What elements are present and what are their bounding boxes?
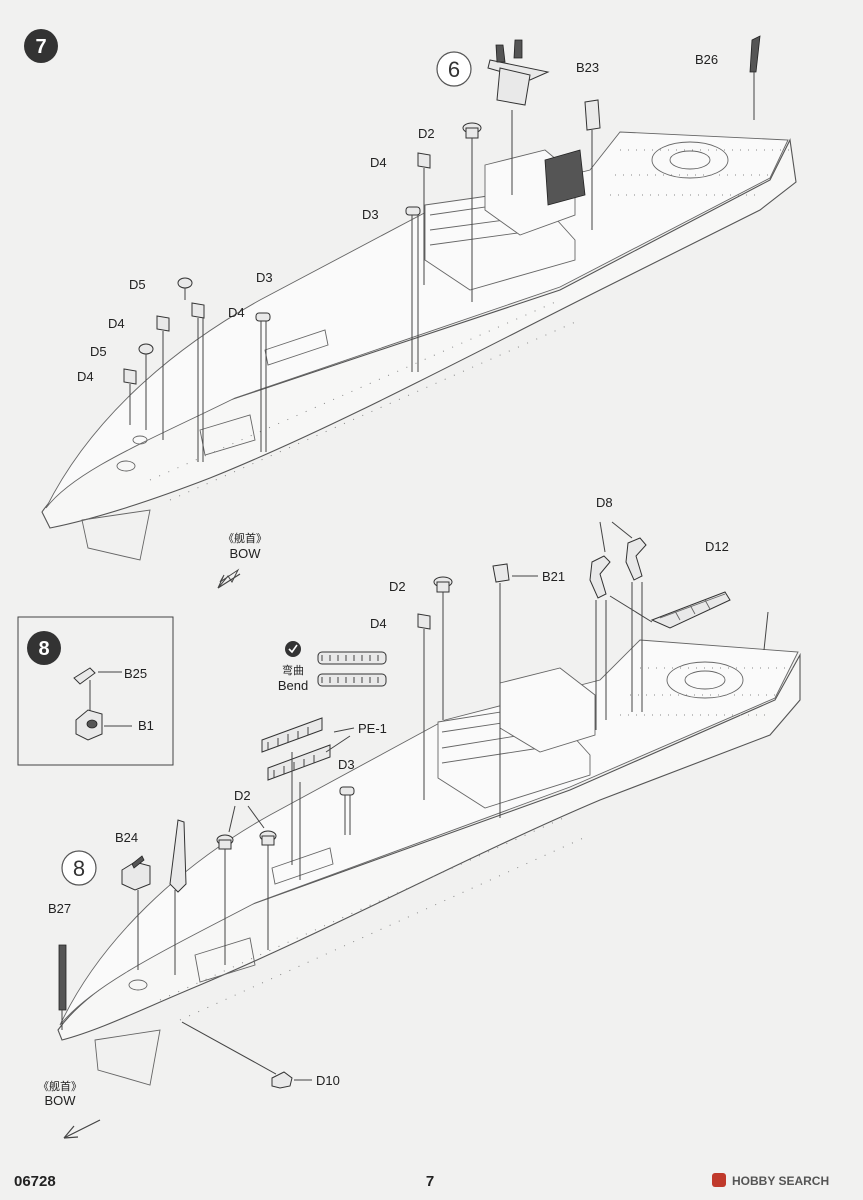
svg-text:Bend: Bend (278, 678, 308, 693)
ship-hull-top (41, 131, 797, 561)
svg-text:B21: B21 (542, 569, 565, 584)
svg-text:D3: D3 (256, 270, 273, 285)
part-D3-c: D3 (338, 757, 355, 835)
svg-text:B26: B26 (695, 52, 718, 67)
kit-number: 06728 (14, 1173, 56, 1190)
part-B26: B26 (695, 35, 761, 120)
part-B25: B25 (73, 666, 147, 712)
svg-text:D5: D5 (90, 344, 107, 359)
svg-text:D10: D10 (316, 1073, 340, 1088)
part-D3-a: D3 (362, 206, 421, 372)
svg-text:BOW: BOW (44, 1093, 76, 1108)
part-D4-e: D4 (370, 613, 431, 800)
part-B1: B1 (75, 709, 154, 741)
part-D5-b: D5 (90, 343, 154, 430)
part-D4-c: D4 (108, 315, 170, 440)
svg-text:D2: D2 (389, 579, 406, 594)
part-B24: B24 (115, 819, 187, 975)
ship-hull-bottom (57, 611, 801, 1086)
part-D2-b: D2 (389, 576, 453, 720)
svg-text:D3: D3 (362, 207, 379, 222)
svg-text:D3: D3 (338, 757, 355, 772)
svg-text:8: 8 (73, 856, 85, 881)
page-number: 7 (426, 1173, 434, 1190)
svg-text:D8: D8 (596, 495, 613, 510)
svg-text:PE-1: PE-1 (358, 721, 387, 736)
svg-text:《舰首》: 《舰首》 (38, 1079, 82, 1093)
footer: 06728 7 HOBBY SEARCH (14, 1173, 829, 1190)
svg-text:B25: B25 (124, 666, 147, 681)
step-8-number: 8 (38, 638, 49, 660)
part-D2-top: D2 (418, 122, 482, 302)
svg-text:B24: B24 (115, 830, 138, 845)
svg-text:D2: D2 (234, 788, 251, 803)
part-B27: B27 (48, 901, 71, 1030)
svg-text:D5: D5 (129, 277, 146, 292)
svg-text:D12: D12 (705, 539, 729, 554)
svg-text:6: 6 (448, 57, 460, 82)
step-lower-assembly: 弯曲 Bend PE-1 8 (38, 495, 801, 1139)
svg-text:《舰首》: 《舰首》 (223, 531, 267, 545)
svg-text:BOW: BOW (229, 546, 261, 561)
svg-text:D4: D4 (77, 369, 94, 384)
svg-text:D4: D4 (108, 316, 125, 331)
step-7-number: 7 (35, 36, 46, 58)
svg-text:D2: D2 (418, 126, 435, 141)
svg-text:D4: D4 (370, 616, 387, 631)
svg-text:B27: B27 (48, 901, 71, 916)
svg-text:B23: B23 (576, 60, 599, 75)
part-D4-a: D4 (370, 152, 431, 285)
part-D4-b: D4 (191, 302, 245, 462)
svg-text:弯曲: 弯曲 (282, 663, 304, 677)
step-7: 7 6 (24, 29, 797, 589)
step-8-box (17, 616, 174, 766)
part-PE-1: PE-1 (261, 651, 387, 880)
subassembly-8-ref: 8 (61, 850, 97, 886)
subassembly-6-ref: 6 (436, 51, 472, 87)
svg-text:HOBBY SEARCH: HOBBY SEARCH (732, 1174, 829, 1188)
bow-direction-top: 《舰首》 BOW (217, 531, 267, 589)
part-D3-b: D3 (255, 270, 273, 452)
part-D10: D10 (181, 1021, 340, 1089)
check-icon (285, 641, 301, 657)
part-radar-mast (487, 39, 550, 195)
hobby-search-watermark: HOBBY SEARCH (712, 1173, 829, 1188)
part-D8: D8 (589, 495, 647, 730)
svg-text:D4: D4 (370, 155, 387, 170)
bend-note: 弯曲 Bend (278, 641, 308, 693)
part-D2-c: D2 (216, 788, 277, 965)
part-D12-boat: D12 (609, 539, 731, 629)
part-subassembly-8-gun (121, 855, 151, 970)
step-8-inset: 8 B25 B1 (17, 616, 174, 766)
part-D5-a: D5 (129, 277, 193, 300)
svg-text:D4: D4 (228, 305, 245, 320)
part-B23: B23 (576, 60, 601, 230)
svg-text:B1: B1 (138, 718, 154, 733)
part-B21: B21 (492, 563, 565, 818)
part-D4-d: D4 (77, 368, 137, 425)
step-8-badge (27, 631, 61, 665)
step-7-badge (24, 29, 58, 63)
bow-direction-bottom: 《舰首》 BOW (38, 1079, 101, 1139)
